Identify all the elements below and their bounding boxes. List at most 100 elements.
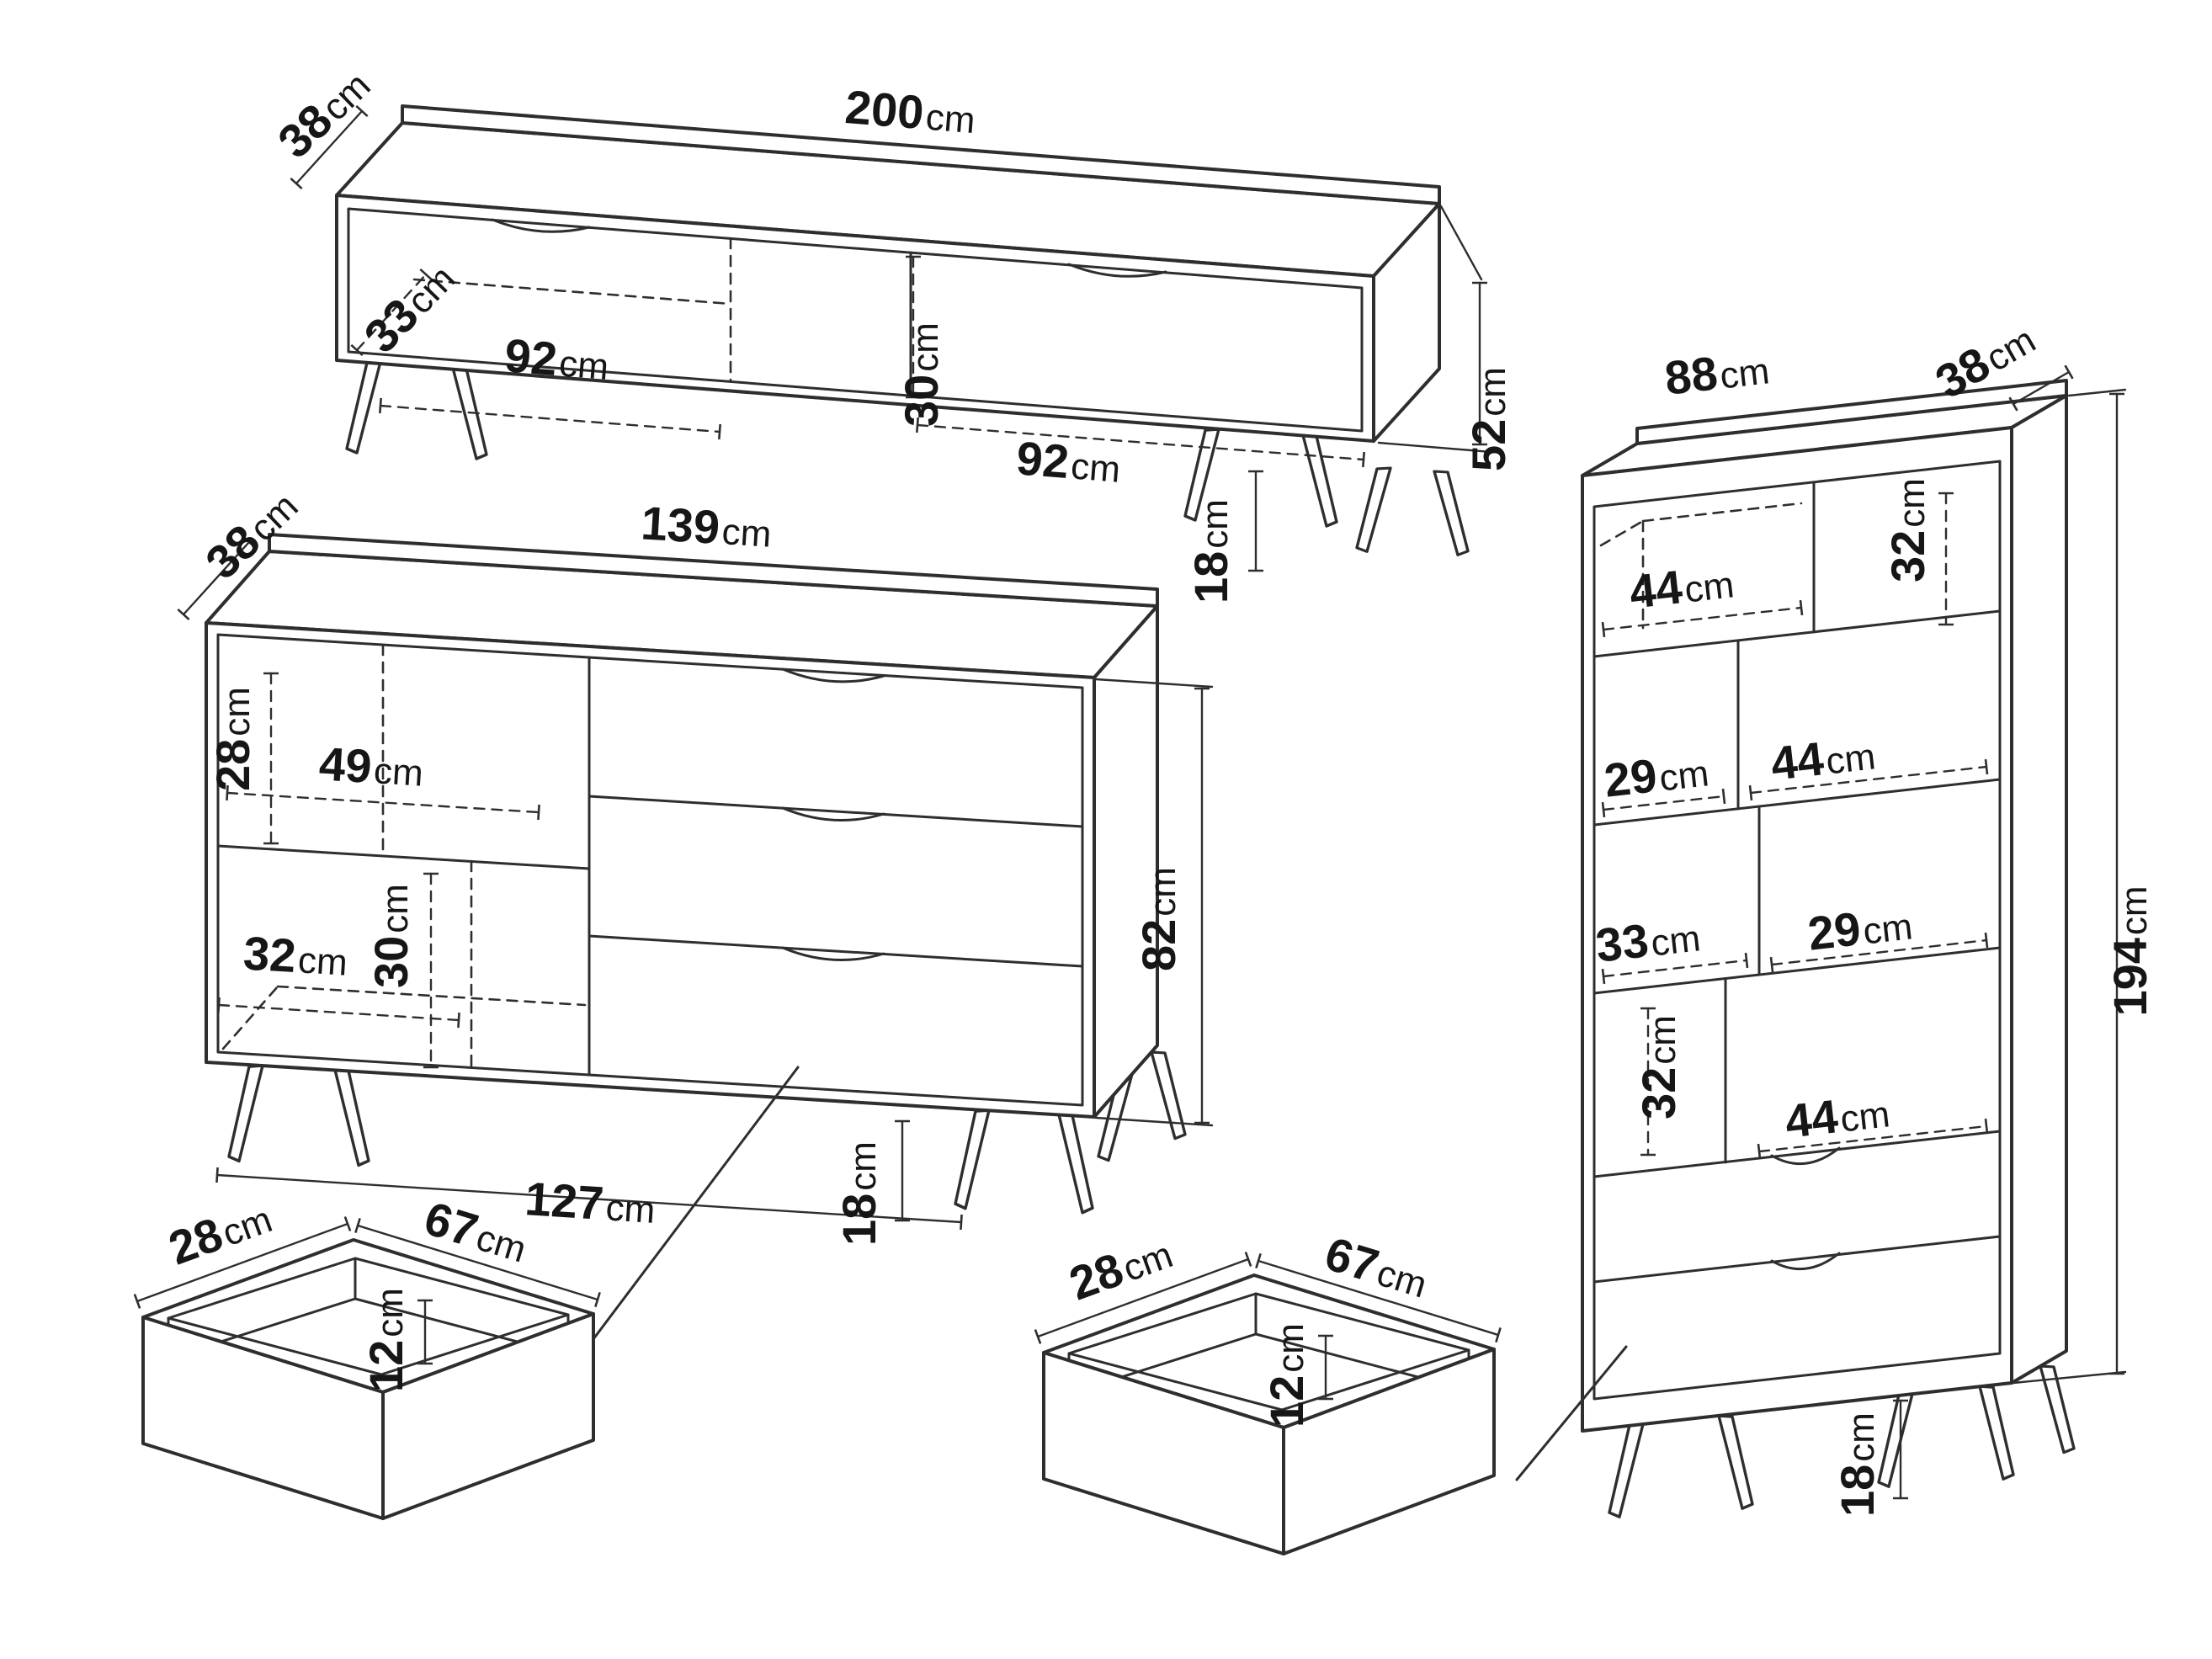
dim-unit: cm [905,322,946,372]
dimension-line [1601,952,1749,985]
dimension-line [1601,788,1726,818]
extension-line [1377,441,1493,454]
dim-value: 44 [1768,731,1826,790]
bookcase-leg-height-label: 18cm [1831,1412,1884,1517]
dim-value: 49 [317,736,373,793]
sideboard-leg-height-label: 18cm [832,1141,885,1246]
sideboard-drawer-divider [588,795,1084,828]
bookcase-side-panel [2010,394,2068,1385]
tv-height-label: 52cm [1462,367,1515,471]
sideboard-handle-notch [781,806,885,822]
drawer-left-depth-label: 28cm [162,1189,278,1275]
bookcase-drawer-divider [1593,1235,2002,1284]
bookcase-interior-depth-edge [1599,519,1645,547]
sideboard-upper-shelf-height-label: 28cm [206,687,259,791]
sideboard-interior-back-edge [276,985,587,1007]
dim-value: 139 [640,496,721,554]
tv-left-compartment-label: 92cm [502,328,611,390]
tv-interior-back-edge [412,278,732,306]
dim-unit: cm [1838,1093,1892,1140]
dim-unit: cm [1070,445,1122,490]
tv-handle-notch [491,218,591,233]
dim-value: 33 [1593,913,1651,972]
dim-value: 18 [832,1194,885,1246]
sideboard-back-rim [268,533,1159,608]
dim-value: 92 [1014,431,1071,488]
dimension-line [290,104,369,190]
drawer-right-height-label: 12cm [1260,1323,1313,1428]
sideboard-height-label: 82cm [1132,867,1185,971]
tv-right-compartment-label: 92cm [1014,431,1123,492]
bookcase-row2-right-label: 44cm [1768,726,1878,790]
bookcase-leg [1717,1414,1754,1510]
dim-unit: cm [1861,906,1915,952]
bookcase-row1-height-label: 32cm [1881,478,1934,582]
dim-value: 127 [524,1172,605,1230]
sideboard-leg [1150,1050,1187,1141]
sideboard-handle-notch [781,667,885,683]
dim-value: 12 [359,1340,412,1392]
bookcase-interior-back-edge [1641,502,1803,523]
bookcase-row4-height-label: 32cm [1632,1015,1685,1119]
dimension-line [1601,599,1804,638]
bookcase-row3-right-label: 29cm [1805,896,1915,960]
drawer-left-height-label: 12cm [359,1288,412,1392]
dimension-line [1757,1118,1989,1160]
dim-value: 30 [364,936,417,988]
dimension-line [350,268,433,357]
dim-unit: cm [1649,917,1703,964]
dim-unit: cm [373,750,425,794]
sideboard-leg [227,1064,264,1163]
drawer-left-width-label: 67cm [418,1191,534,1272]
drawer-left-drawing: 28cm 67cm 12cm [137,1189,598,1518]
dim-unit: cm [1718,350,1772,396]
dimension-line [916,417,1365,468]
sideboard-lower-shelf-width-label: 32cm [242,926,349,985]
bookcase-leg [1608,1422,1645,1518]
dim-unit: cm [1194,499,1236,549]
tv-width-label: 200cm [843,80,978,143]
dim-unit: cm [370,1288,411,1337]
dim-unit: cm [843,1141,884,1191]
dim-value: 28 [206,739,259,791]
dim-unit: cm [1118,1234,1178,1289]
sideboard-drawing: 38cm 139cm 28cm 49cm 32cm 30cm 82cm 127c… [177,486,1214,1246]
dimension-line [1769,932,1989,973]
dim-unit: cm [217,1199,278,1254]
dim-unit: cm [1891,478,1933,528]
dim-unit: cm [604,1187,657,1231]
dim-value: 32 [1632,1067,1685,1119]
dim-value: 18 [1184,551,1237,604]
dim-unit: cm [297,939,349,983]
sideboard-drawer-divider [588,934,1084,968]
dim-unit: cm [1683,564,1736,610]
dim-unit: cm [1472,367,1513,417]
extension-line [1094,678,1214,689]
dim-value: 92 [502,328,559,386]
dim-unit: cm [558,343,610,387]
sideboard-handle-notch [781,946,885,962]
tv-interior-height-label: 30cm [895,322,948,427]
bookcase-row1-width-label: 44cm [1627,554,1736,618]
dim-value: 44 [1627,560,1685,619]
dimension-line [1748,758,1989,801]
dim-unit: cm [924,97,976,141]
bookcase-row3-left-label: 33cm [1593,907,1703,971]
sideboard-leg [333,1068,370,1167]
dimension-line [217,997,460,1029]
dimension-line [215,1167,963,1231]
dim-unit: cm [1824,736,1878,782]
drawer-right-drawing: 28cm 67cm 12cm [1038,1225,1498,1554]
dim-value: 18 [1831,1465,1884,1517]
drawer-right-depth-label: 28cm [1062,1225,1178,1311]
tv-back-rim [401,104,1441,205]
bookcase-leg [1978,1385,2015,1481]
sideboard-leg [954,1109,991,1210]
sideboard-width-label: 139cm [640,496,774,556]
bookcase-row4-width-label: 44cm [1783,1083,1892,1147]
extension-line [1094,1116,1214,1127]
tv-front-panel [335,194,1375,443]
bookcase-leg [1877,1392,1914,1488]
